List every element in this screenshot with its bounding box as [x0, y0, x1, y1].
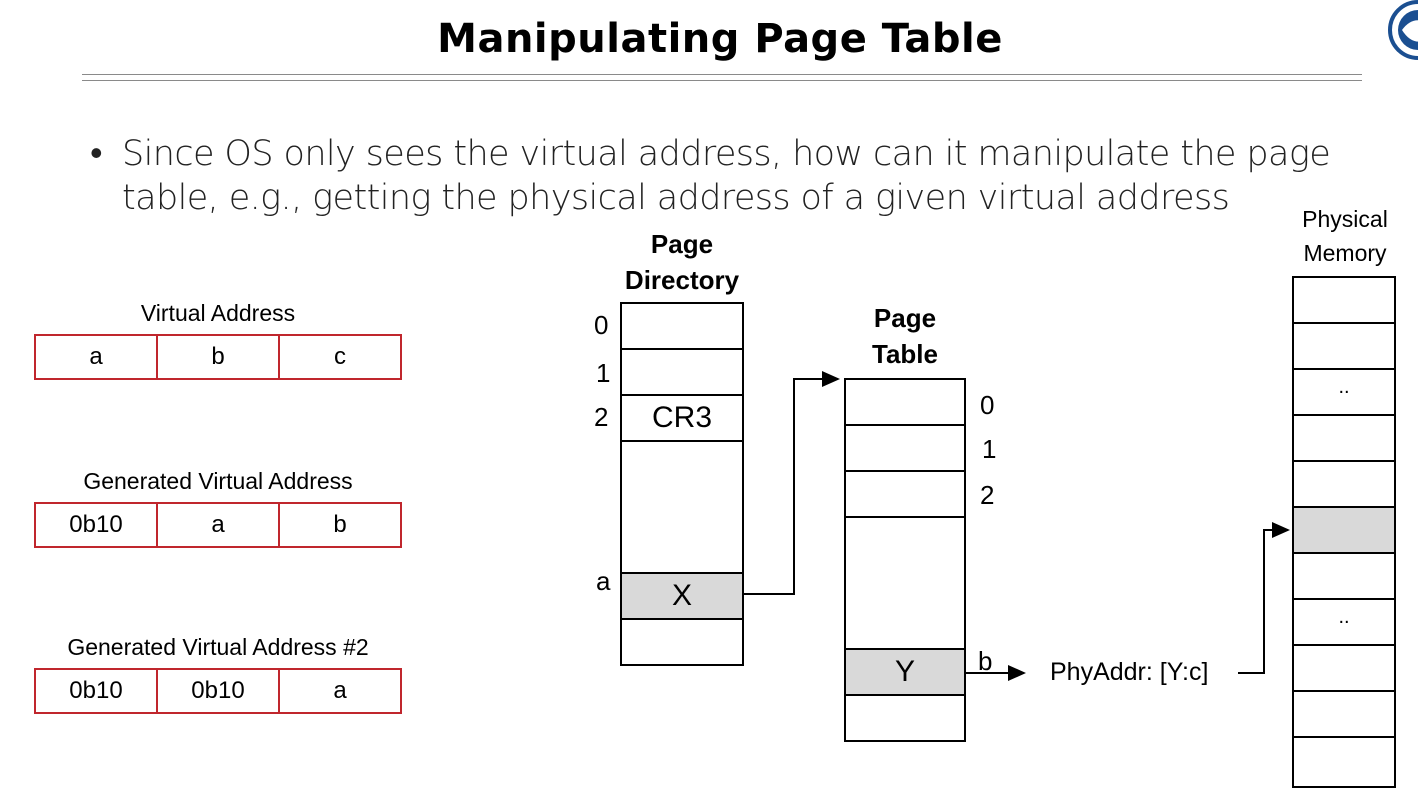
physical-memory-heading-line2: Memory: [1303, 240, 1387, 266]
generated-va2-row: 0b10 0b10 a: [34, 668, 402, 714]
pd-index-a: a: [596, 566, 611, 596]
page-table-column: Y: [844, 378, 966, 742]
pm-frame: [1292, 322, 1396, 370]
pt-index-0: 0: [980, 390, 995, 420]
pt-index-1: 1: [982, 434, 997, 464]
pd-entry-1: [620, 348, 744, 396]
page-table-heading: Page Table: [840, 300, 970, 372]
pt-entry-1: [844, 424, 966, 472]
gva-cell-1: 0b10: [34, 502, 158, 548]
physical-memory-column: .. ..: [1292, 276, 1396, 788]
generated-va-label: Generated Virtual Address: [83, 468, 353, 494]
pm-frame: [1292, 414, 1396, 462]
virtual-address-row: a b c: [34, 334, 402, 380]
page-directory-heading-line2: Directory: [624, 265, 740, 295]
va-cell-3: c: [278, 334, 402, 380]
arrow-phyaddr-to-memory: [1238, 522, 1290, 674]
pd-index-0: 0: [594, 310, 609, 340]
pm-frame: [1292, 736, 1396, 788]
bullet-dot: •: [90, 133, 103, 174]
pd-index-1: 1: [596, 358, 611, 388]
pt-index-2: 2: [980, 480, 995, 510]
generated-va2-label: Generated Virtual Address #2: [67, 634, 369, 660]
pd-entry-last: [620, 618, 744, 666]
page-table-heading-line1: Page: [873, 303, 937, 333]
pm-frame: [1292, 460, 1396, 508]
pm-frame: [1292, 552, 1396, 600]
page-directory-heading: Page Directory: [604, 226, 760, 298]
pd-entry-x: X: [620, 572, 744, 620]
arrow-pd-to-pt: [744, 371, 840, 595]
phy-addr-label: PhyAddr: [Y:c]: [1050, 658, 1209, 686]
page-directory-column: CR3 X: [620, 302, 744, 666]
slide-title: Manipulating Page Table: [437, 16, 1003, 62]
title-rule-bottom: [82, 80, 1362, 81]
page-directory-heading-line1: Page: [650, 229, 714, 259]
physical-memory-heading-line1: Physical: [1302, 206, 1388, 232]
pt-entry-last: [844, 694, 966, 742]
physical-memory-heading: Physical Memory: [1280, 202, 1410, 270]
pm-frame-target: [1292, 506, 1396, 554]
gva2-cell-3: a: [278, 668, 402, 714]
pd-entry-gap: [620, 440, 744, 574]
bullet-point: • Since OS only sees the virtual address…: [90, 132, 1350, 220]
generated-va-row: 0b10 a b: [34, 502, 402, 548]
title-rule-top: [82, 74, 1362, 75]
pt-entry-2: [844, 470, 966, 518]
page-table-heading-line2: Table: [872, 339, 938, 369]
gva-cell-3: b: [278, 502, 402, 548]
pt-index-b: b: [978, 646, 993, 676]
pd-entry-cr3: CR3: [620, 394, 744, 442]
bullet-text: Since OS only sees the virtual address, …: [122, 134, 1331, 218]
virtual-address-label: Virtual Address: [140, 300, 296, 326]
university-logo: [1388, 0, 1418, 60]
pd-index-2: 2: [594, 402, 609, 432]
